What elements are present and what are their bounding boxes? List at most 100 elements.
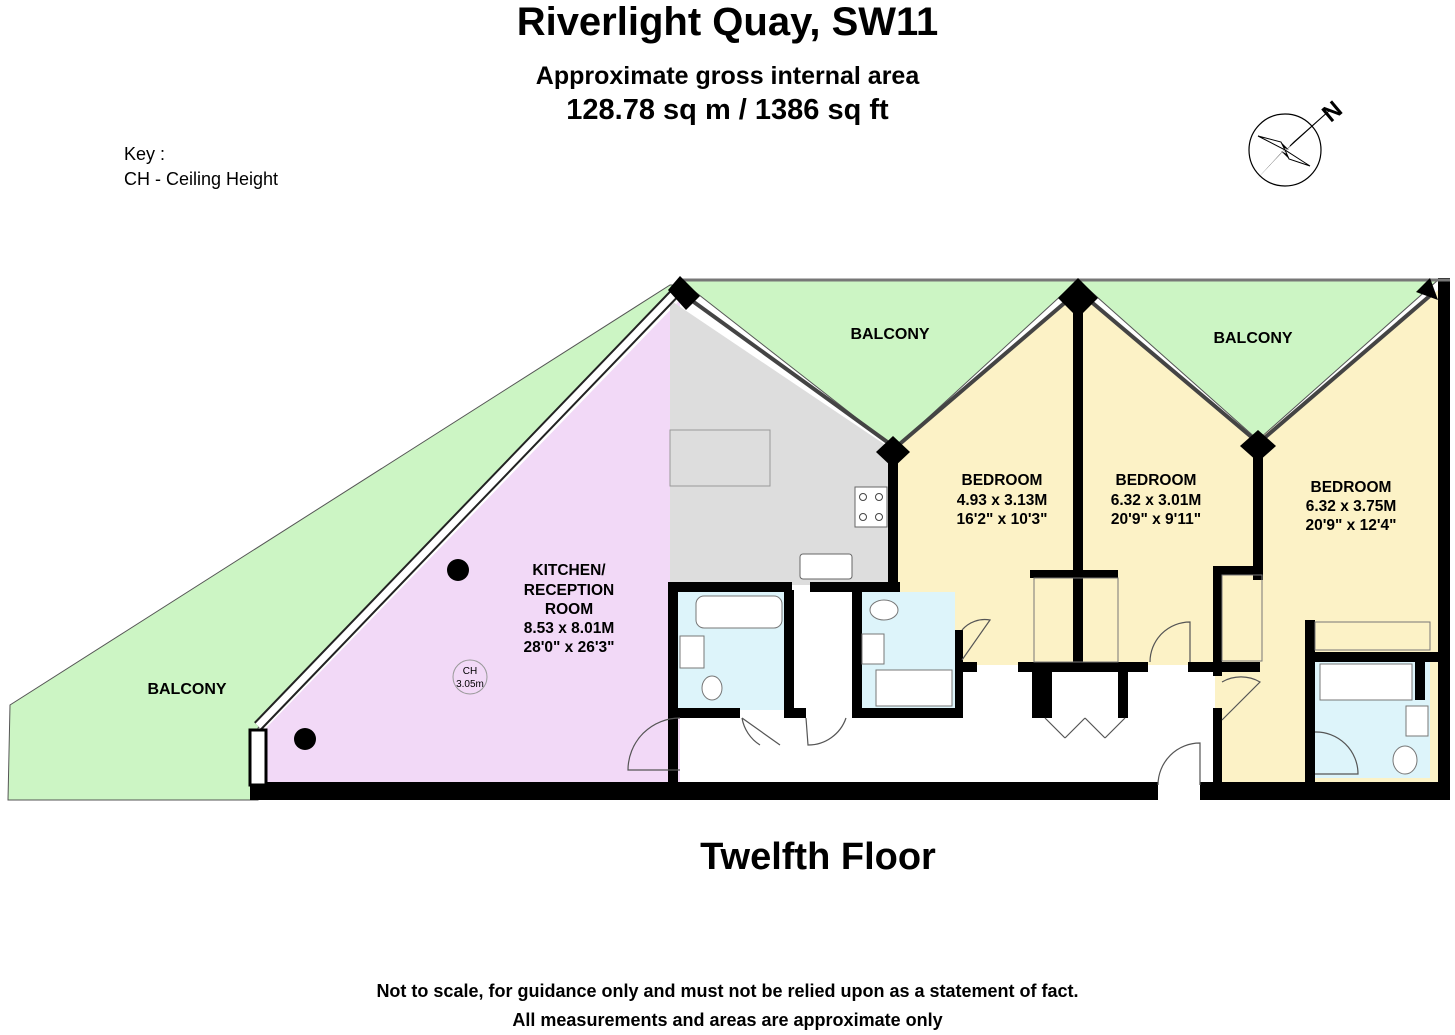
- washbasin: [861, 633, 885, 665]
- floor-plan: CH 3.05m KITCHEN/ RECEPTION ROOM 8.53 x …: [7, 276, 1450, 801]
- wall-interior: [888, 448, 898, 588]
- area-value: 128.78 sq m / 1386 sq ft: [566, 94, 889, 126]
- bathtub: [695, 595, 783, 629]
- wall-interior: [1305, 620, 1315, 785]
- wall-interior: [784, 708, 806, 718]
- ceiling-height-value: 3.05m: [456, 679, 484, 690]
- washbasin: [679, 635, 705, 669]
- door-swing: [1221, 676, 1261, 721]
- ceiling-height-label: CH: [463, 666, 477, 677]
- round-column: [294, 728, 316, 750]
- ceiling-height-marker: [452, 659, 488, 695]
- bedroom-2-imperial: 20'9" x 9'11": [1111, 511, 1201, 528]
- kitchen-sink: [799, 553, 853, 580]
- wall-interior: [1032, 668, 1052, 718]
- wall-interior: [1305, 652, 1440, 662]
- key-entry: CH - Ceiling Height: [124, 169, 279, 189]
- kitchen-name-line1: KITCHEN/: [532, 562, 606, 579]
- bedroom-1-name: BEDROOM: [962, 472, 1043, 489]
- toilet: [701, 675, 723, 701]
- wall-interior: [784, 590, 794, 715]
- shower-tray: [1319, 663, 1413, 701]
- bedroom-2-name: BEDROOM: [1116, 472, 1197, 489]
- glazing-bedroom-2: [1080, 292, 1257, 442]
- wall-interior: [1018, 662, 1148, 672]
- kitchen-imperial: 28'0" x 26'3": [523, 639, 614, 656]
- glazing-bedroom-3: [1260, 292, 1434, 442]
- key-legend: Key : CH - Ceiling Height: [124, 142, 278, 192]
- column: [1240, 430, 1276, 462]
- wall-interior: [1213, 566, 1263, 575]
- glazing-bedroom-1: [893, 292, 1077, 450]
- toilet: [869, 599, 899, 621]
- wall-interior: [668, 582, 678, 782]
- wardrobe: [1033, 577, 1119, 663]
- hallway: [680, 670, 1215, 785]
- door-swing: [627, 717, 681, 771]
- wall-interior: [676, 708, 740, 718]
- hob-ring: [859, 513, 867, 521]
- column: [668, 276, 700, 310]
- compass-north-label: N: [1317, 100, 1348, 128]
- wall-right: [1438, 278, 1450, 800]
- door-swing: [1314, 731, 1359, 775]
- column: [1416, 278, 1438, 300]
- door-swing: [1044, 717, 1126, 739]
- disclaimer-line-1: Not to scale, for guidance only and must…: [376, 981, 1079, 1001]
- hob-ring: [875, 513, 883, 521]
- shower-tray: [875, 669, 953, 707]
- bedroom-1-imperial: 16'2" x 10'3": [956, 511, 1047, 528]
- door-swing: [961, 618, 992, 661]
- floor-label: Twelfth Floor: [700, 836, 936, 878]
- round-column: [447, 559, 469, 581]
- page-title: Riverlight Quay, SW11: [516, 0, 939, 44]
- kitchen-reception-room: [266, 300, 680, 790]
- wall-interior: [955, 630, 963, 718]
- door-swing: [1149, 621, 1191, 663]
- wall-interior: [852, 582, 862, 717]
- kitchen-area: [670, 300, 890, 585]
- bedroom-3-imperial: 20'9" x 12'4": [1305, 517, 1396, 534]
- glazing-kitchen-balcony: [678, 290, 892, 446]
- wall-bottom-left: [250, 782, 1158, 800]
- hob-ring: [875, 493, 883, 501]
- glazing-kitchen-inner: [255, 289, 679, 729]
- hob: [854, 486, 888, 528]
- wall-interior: [1213, 708, 1222, 786]
- disclaimer: Not to scale, for guidance only and must…: [0, 977, 1455, 1035]
- bedroom-1-metric: 4.93 x 3.13M: [957, 492, 1047, 509]
- bedroom-3-metric: 6.32 x 3.75M: [1306, 498, 1396, 515]
- disclaimer-line-2: All measurements and areas are approxima…: [512, 1010, 943, 1030]
- kitchen-island: [669, 429, 771, 487]
- kitchen-name-line3: ROOM: [545, 601, 593, 618]
- wall-kitchen-left: [248, 728, 268, 787]
- wardrobe: [1314, 621, 1431, 651]
- wardrobe: [1221, 574, 1263, 662]
- washbasin: [1405, 705, 1429, 737]
- wall-bottom-right: [1200, 782, 1450, 800]
- door-swing: [741, 717, 781, 746]
- wall-interior: [668, 582, 792, 592]
- key-heading: Key :: [124, 144, 166, 164]
- wall-interior: [955, 662, 977, 672]
- wall-interior: [1118, 668, 1128, 718]
- balcony-top-right-label: BALCONY: [1213, 330, 1292, 347]
- bedroom-3-name: BEDROOM: [1311, 479, 1392, 496]
- wall-interior: [1253, 455, 1263, 580]
- wall-interior: [1073, 298, 1083, 668]
- door-swing: [805, 717, 847, 746]
- kitchen-metric: 8.53 x 8.01M: [524, 620, 614, 637]
- balcony-left-label: BALCONY: [147, 681, 226, 698]
- hob-ring: [859, 493, 867, 501]
- kitchen-name-line2: RECEPTION: [524, 582, 614, 599]
- wall-interior: [1030, 570, 1118, 578]
- compass-rose-icon: N: [1248, 100, 1348, 187]
- bedroom-2-metric: 6.32 x 3.01M: [1111, 492, 1201, 509]
- wall-interior: [852, 708, 962, 718]
- wall-interior: [1188, 662, 1260, 672]
- area-label: Approximate gross internal area: [535, 62, 920, 90]
- balcony-top-middle-label: BALCONY: [850, 326, 929, 343]
- door-swing: [1157, 742, 1201, 786]
- toilet: [1392, 745, 1418, 775]
- wall-interior: [1213, 566, 1222, 676]
